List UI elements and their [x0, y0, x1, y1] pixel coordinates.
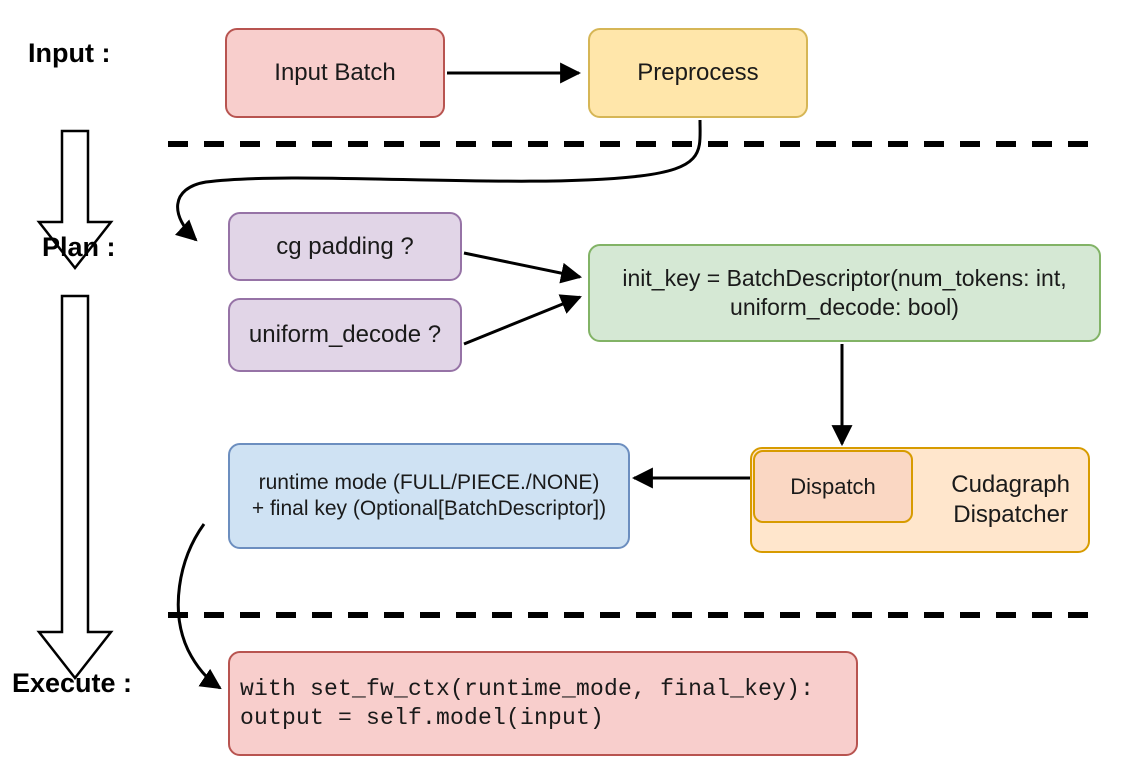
node-init-key[interactable]: init_key = BatchDescriptor(num_tokens: i…: [588, 244, 1101, 342]
edge-cg-padding-to-init-key: [463, 251, 583, 284]
node-dispatch[interactable]: Dispatch: [753, 450, 913, 523]
node-uniform-decode[interactable]: uniform_decode ?: [228, 298, 462, 372]
stage-label-plan: Plan :: [42, 232, 116, 262]
stage-label-execute: Execute :: [12, 668, 133, 698]
node-execute-code[interactable]: with set_fw_ctx(runtime_mode, final_key)…: [228, 651, 858, 756]
stage-arrow-plan-to-execute: [36, 294, 114, 681]
node-runtime-mode[interactable]: runtime mode (FULL/PIECE./NONE) + final …: [228, 443, 630, 549]
node-cg-padding[interactable]: cg padding ?: [228, 212, 462, 281]
edge-uniform-decode-to-init-key: [463, 294, 582, 346]
edge-runtime-mode-to-execute-code: [176, 523, 222, 690]
stage-label-input: Input :: [28, 38, 111, 68]
node-input-batch[interactable]: Input Batch: [225, 28, 445, 118]
node-preprocess[interactable]: Preprocess: [588, 28, 808, 118]
